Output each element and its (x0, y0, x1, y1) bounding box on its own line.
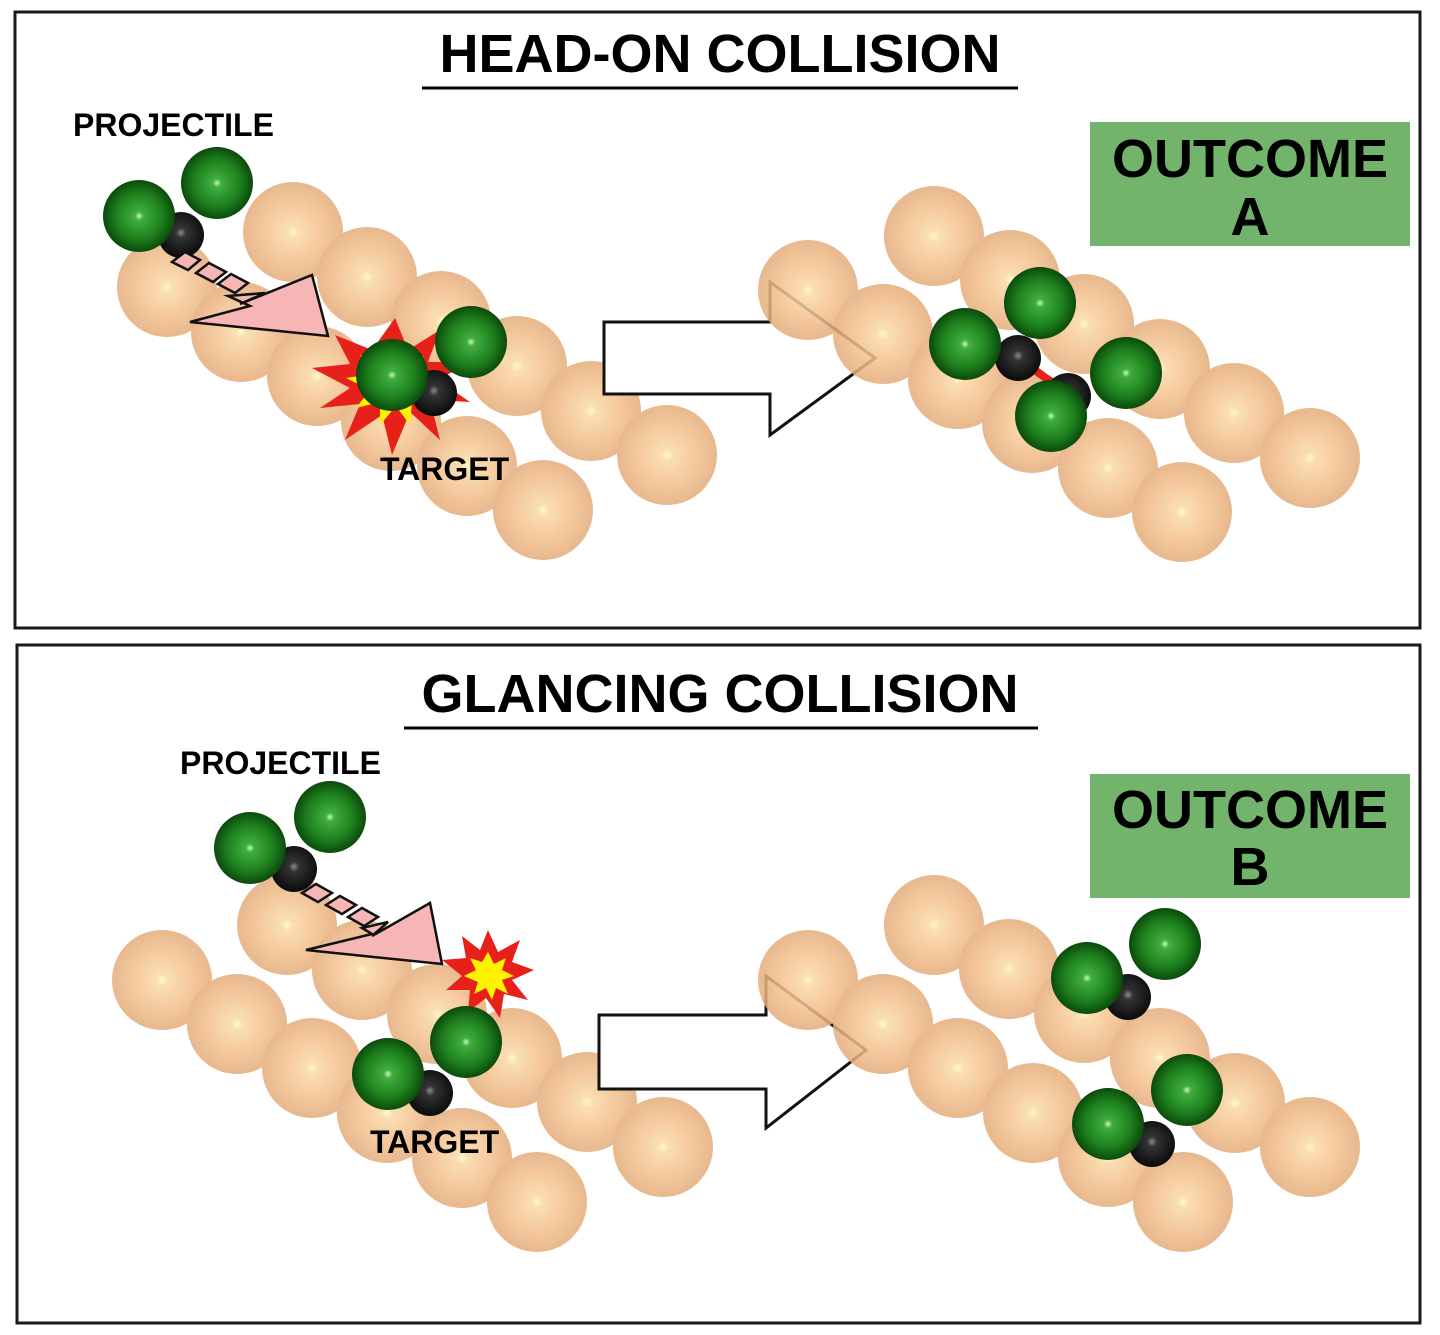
impact-arrow (169, 250, 330, 338)
head-on-panel: HEAD-ON COLLISION PROJECTILE (13, 10, 1422, 630)
target-molecule (356, 306, 507, 416)
panel-title: HEAD-ON COLLISION (440, 24, 1001, 84)
target-molecule (352, 1006, 502, 1116)
reacted-molecules (929, 267, 1162, 452)
outcome-letter: A (1231, 187, 1270, 247)
target-label: TARGET (380, 451, 510, 487)
outcome-label: OUTCOME (1112, 780, 1388, 840)
outcome-a-box: OUTCOME A (1090, 122, 1410, 247)
outcome-label: OUTCOME (1112, 129, 1388, 189)
projectile-molecule (214, 781, 366, 892)
impact-burst (442, 930, 534, 1018)
outcome-letter: B (1231, 837, 1270, 897)
projectile-molecule (103, 147, 253, 258)
impact-arrow (299, 882, 444, 966)
glancing-panel: GLANCING COLLISION PROJECTILE (15, 643, 1422, 1325)
panel-title: GLANCING COLLISION (422, 664, 1019, 724)
scattered-molecules (1051, 908, 1223, 1167)
target-label: TARGET (370, 1124, 500, 1160)
outcome-b-box: OUTCOME B (1090, 774, 1410, 898)
projectile-label: PROJECTILE (73, 107, 274, 143)
projectile-label: PROJECTILE (180, 745, 381, 781)
